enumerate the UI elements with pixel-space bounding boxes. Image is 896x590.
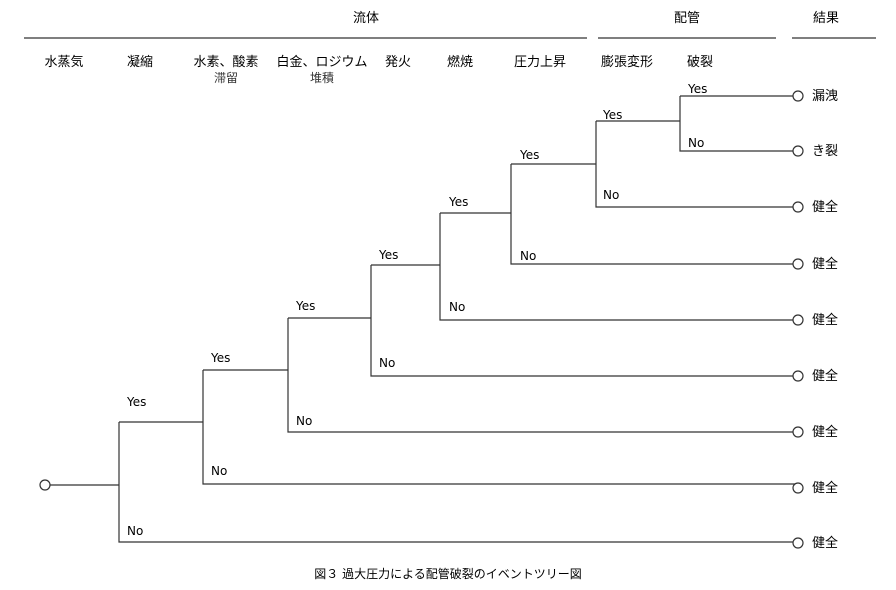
branch-expansion	[595, 121, 795, 208]
column-sublabel-retention: 滞留	[214, 71, 238, 85]
branch-ignition	[370, 265, 795, 377]
outcome-node	[792, 426, 804, 438]
column-label-combustion: 燃焼	[447, 54, 473, 70]
column-label-hydrogen-oxygen: 水素、酸素	[193, 55, 258, 70]
label-rupture-no: No	[688, 136, 704, 150]
header-result: 結果	[813, 11, 839, 26]
label-expansion-no: No	[603, 188, 619, 202]
label-retention-yes: Yes	[210, 351, 230, 365]
header-piping: 配管	[674, 11, 700, 26]
outcome-node	[792, 90, 804, 102]
outcome-label-crack: き裂	[812, 144, 838, 159]
outcome-label-intact: 健全	[812, 480, 838, 496]
column-label-expansion-deformation: 膨張変形	[601, 54, 653, 70]
outcome-node	[792, 145, 804, 157]
column-label-rupture: 破裂	[687, 55, 713, 70]
branch-pressure-rise	[510, 164, 795, 265]
outcome-node	[792, 201, 804, 213]
label-expansion-yes: Yes	[602, 108, 622, 122]
label-combustion-no: No	[449, 300, 465, 314]
branch-retention	[202, 370, 795, 485]
outcome-node	[792, 482, 804, 494]
outcome-node	[792, 314, 804, 326]
label-ignition-no: No	[379, 356, 395, 370]
column-label-condensation: 凝縮	[127, 54, 153, 70]
label-pressure-rise-yes: Yes	[519, 148, 539, 162]
outcome-label-intact: 健全	[812, 256, 838, 272]
outcome-label-intact: 健全	[812, 312, 838, 328]
figure-caption: 図３ 過大圧力による配管破裂のイベントツリー図	[314, 566, 581, 581]
label-deposition-no: No	[296, 414, 312, 428]
outcome-node	[792, 370, 804, 382]
label-ignition-yes: Yes	[378, 248, 398, 262]
outcome-label-intact: 健全	[812, 368, 838, 384]
outcome-label-intact: 健全	[812, 199, 838, 215]
outcome-label-intact: 健全	[812, 535, 838, 551]
column-label-platinum-rhodium: 白金、ロジウム	[276, 54, 367, 70]
column-label-pressure-rise: 圧力上昇	[514, 55, 566, 70]
label-condensation-no: No	[127, 524, 143, 538]
column-label-steam: 水蒸気	[44, 54, 83, 70]
start-node	[39, 479, 51, 491]
label-retention-no: No	[211, 464, 227, 478]
branch-deposition	[287, 318, 795, 433]
outcome-label-leak: 漏洩	[812, 88, 838, 104]
outcome-label-intact: 健全	[812, 424, 838, 440]
column-label-ignition: 発火	[385, 55, 411, 70]
outcome-node	[792, 537, 804, 549]
label-pressure-rise-no: No	[520, 249, 536, 263]
label-deposition-yes: Yes	[295, 299, 315, 313]
label-condensation-yes: Yes	[126, 395, 146, 409]
outcome-node	[792, 258, 804, 270]
label-rupture-yes: Yes	[687, 82, 707, 96]
label-combustion-yes: Yes	[448, 195, 468, 209]
column-sublabel-deposition: 堆積	[310, 70, 334, 85]
branch-rupture	[679, 96, 795, 152]
branch-condensation	[118, 422, 795, 543]
header-fluid: 流体	[353, 11, 379, 26]
branch-combustion	[439, 213, 795, 321]
